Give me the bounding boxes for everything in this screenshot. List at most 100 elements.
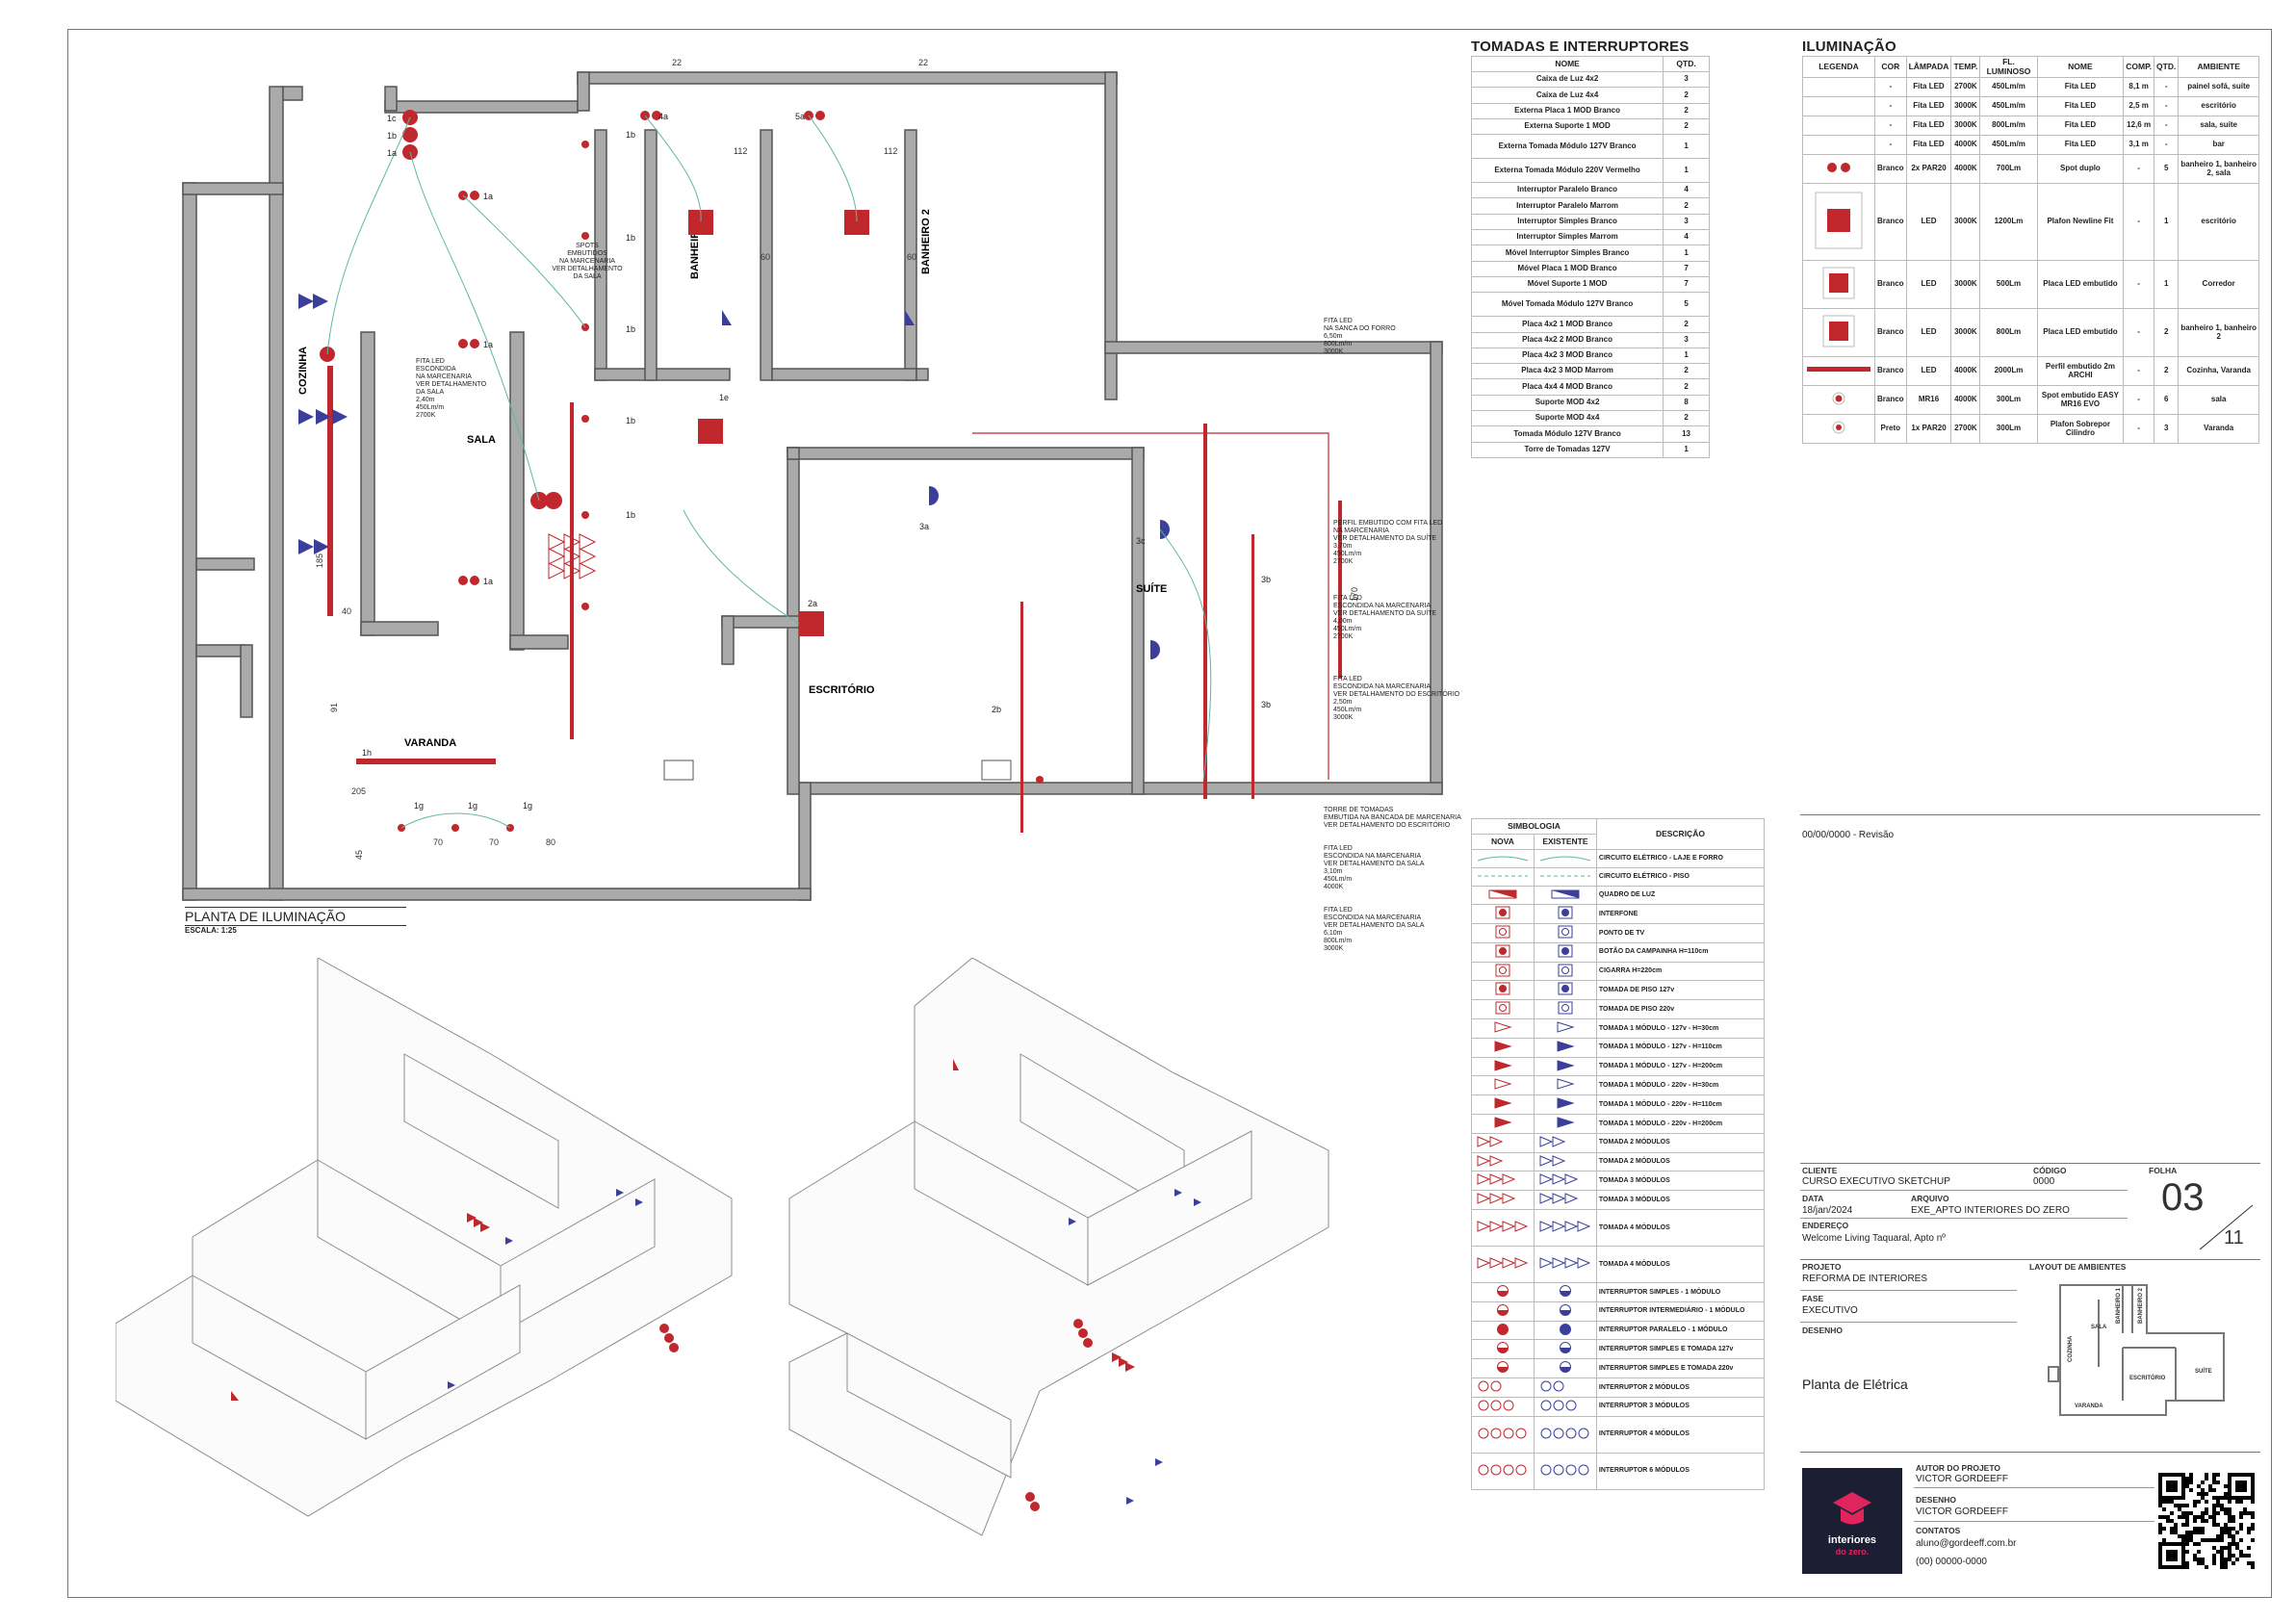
simb-desc: INTERRUPTOR SIMPLES - 1 MÓDULO — [1595, 1282, 1766, 1302]
tomadas-cell-qtd: 2 — [1663, 117, 1710, 136]
circuit — [400, 812, 511, 829]
isometric-views — [116, 958, 1329, 1536]
ilum-cell: 2700K — [1950, 77, 1981, 97]
ilum-legend-icon — [1802, 414, 1875, 444]
ilum-cell: 450Lm/m — [1979, 77, 2038, 97]
simb-desc: TOMADA 1 MÓDULO - 127v - H=30cm — [1595, 1018, 1766, 1039]
iso-wall — [403, 1053, 559, 1209]
simb-row: TOMADA 3 MÓDULOS — [1471, 1190, 1766, 1211]
ilum-cell: Cozinha, Varanda — [2178, 356, 2259, 386]
tomadas-cell-qtd: 2 — [1663, 87, 1710, 104]
wall — [721, 615, 735, 665]
ilum-cell: - — [2154, 135, 2180, 155]
outlet — [316, 409, 331, 425]
ilum-legend-icon — [1802, 116, 1875, 136]
column — [663, 760, 694, 781]
ilum-cell: - — [1874, 96, 1907, 116]
tomadas-cell-nome: Interruptor Simples Marrom — [1470, 229, 1664, 246]
qr-code — [2158, 1473, 2255, 1569]
simb-icon-existente — [1533, 1075, 1597, 1096]
wall — [195, 644, 245, 657]
ilum-cell: Fita LED — [2036, 77, 2125, 97]
wall — [1104, 71, 1118, 400]
svg-text:80: 80 — [546, 837, 555, 847]
svg-text:4a: 4a — [658, 112, 668, 121]
endereco-label: ENDEREÇO — [1802, 1221, 1849, 1230]
wall — [240, 644, 253, 718]
ilum-cell: 300Lm — [1979, 414, 2038, 444]
spot-1a-4 — [458, 339, 468, 348]
fita-led-suite-3 — [1251, 534, 1254, 799]
tomadas-cell-qtd: 7 — [1663, 275, 1710, 294]
folha-total: 11 — [2224, 1227, 2244, 1249]
switch — [1036, 776, 1044, 784]
note-fita-sala: FITA LED ESCONDIDA NA MARCENARIA VER DET… — [416, 358, 487, 420]
simb-icon-existente — [1533, 961, 1597, 982]
outlet — [313, 294, 328, 309]
simb-icon-nova — [1471, 1377, 1535, 1398]
svg-text:112: 112 — [734, 146, 747, 156]
ilum-cell: 1 — [2154, 260, 2180, 309]
ilum-cell: sala — [2178, 385, 2259, 415]
wall — [269, 86, 284, 901]
perfil-varanda — [356, 759, 496, 764]
wall — [182, 182, 284, 195]
simb-desc: INTERFONE — [1595, 904, 1766, 925]
wall — [360, 621, 439, 636]
simb-icon-nova — [1471, 1246, 1535, 1284]
svg-text:5a: 5a — [795, 112, 805, 121]
circuit — [683, 509, 800, 625]
ilum-cell: Branco — [1874, 356, 1907, 386]
tomadas-title: TOMADAS E INTERRUPTORES — [1471, 39, 1690, 55]
room-varanda: VARANDA — [404, 737, 456, 749]
ilum-legend-icon — [1802, 260, 1875, 309]
sheet-frame — [67, 29, 2272, 1598]
ilum-cell: Branco — [1874, 385, 1907, 415]
ilum-cell: 300Lm — [1979, 385, 2038, 415]
ilum-cell: 1 — [2154, 183, 2180, 261]
circuit — [326, 116, 411, 355]
simb-desc: INTERRUPTOR INTERMEDIÁRIO - 1 MÓDULO — [1595, 1300, 1766, 1322]
spot-1b — [402, 127, 418, 142]
wall — [195, 557, 255, 571]
note-torre: TORRE DE TOMADAS EMBUTIDA NA BANCADA DE … — [1324, 807, 1461, 830]
ilum-cell: - — [2154, 77, 2180, 97]
outlet — [298, 294, 314, 309]
email-value[interactable]: aluno@gordeeff.com.br — [1916, 1538, 2017, 1549]
simb-icon-nova — [1471, 886, 1535, 906]
wall — [594, 368, 731, 381]
wall — [916, 368, 929, 381]
ilum-cell: Fita LED — [1905, 116, 1952, 136]
ilum-cell: Fita LED — [2036, 116, 2125, 136]
ilum-cell: Fita LED — [1905, 135, 1952, 155]
tomadas-cell-nome: Externa Tomada Módulo 220V Vermelho — [1470, 158, 1664, 184]
cliente-label: CLIENTE — [1802, 1166, 1838, 1175]
simb-row: TOMADA 4 MÓDULOS — [1471, 1209, 1766, 1248]
simb-row: TOMADA 1 MÓDULO - 220v - H=110cm — [1471, 1094, 1766, 1116]
simb-desc: TOMADA 1 MÓDULO - 127v - H=110cm — [1595, 1037, 1766, 1058]
ilum-legend-icon — [1802, 183, 1875, 261]
outlet — [298, 409, 314, 425]
desenho-value: Planta de Elétrica — [1802, 1377, 1908, 1392]
svg-text:3a: 3a — [919, 522, 929, 531]
simb-icon-existente — [1533, 1114, 1597, 1134]
wall — [360, 331, 375, 636]
simb-desc: TOMADA 1 MÓDULO - 220v - H=200cm — [1595, 1114, 1766, 1134]
simb-desc: TOMADA DE PISO 220v — [1595, 999, 1766, 1020]
simb-row: BOTÃO DA CAMPAINHA H=110cm — [1471, 941, 1766, 963]
ilum-cell: 12,6 m — [2123, 116, 2155, 136]
simb-desc: TOMADA DE PISO 127v — [1595, 980, 1766, 1001]
ilum-cell: - — [1874, 77, 1907, 97]
svg-text:1b: 1b — [626, 510, 635, 520]
svg-text:22: 22 — [918, 58, 928, 67]
